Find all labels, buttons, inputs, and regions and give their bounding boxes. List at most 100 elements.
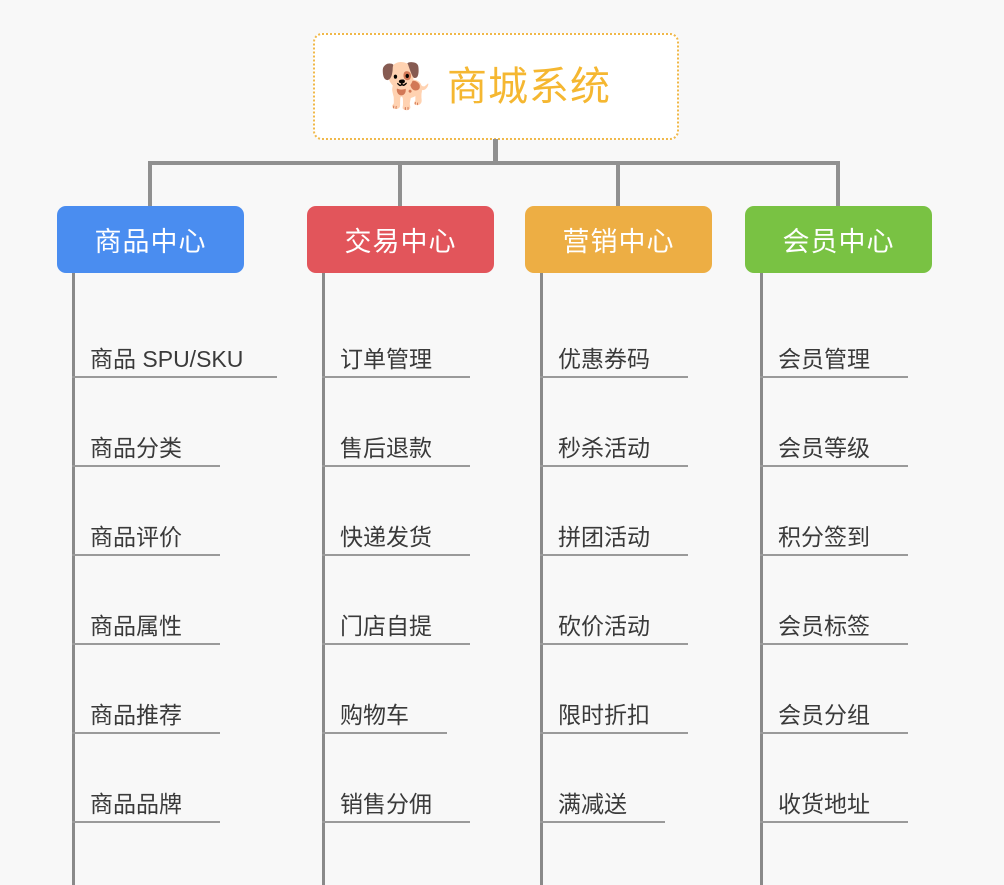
leaf-label: 会员分组 [778, 701, 870, 728]
leaf-list-marketing-center: 优惠券码 秒杀活动 拼团活动 砍价活动 限时折扣 满减送 [525, 273, 765, 885]
leaf-underline [72, 554, 220, 556]
leaf-item[interactable]: 收货地址 [760, 734, 985, 823]
leaf-underline [322, 643, 470, 645]
leaf-label: 积分签到 [778, 523, 870, 550]
leaf-label: 限时折扣 [558, 701, 650, 728]
leaf-underline [72, 732, 220, 734]
leaf-underline [72, 643, 220, 645]
leaf-item[interactable]: 砍价活动 [540, 556, 765, 645]
leaf-underline [540, 554, 688, 556]
leaf-underline [322, 821, 470, 823]
root-title: 商城系统 [447, 64, 611, 109]
leaf-label: 拼团活动 [558, 523, 650, 550]
leaf-underline [760, 732, 908, 734]
mindmap-canvas: 🐕 商城系统 商品中心 商品 SPU/SKU 商品分类 商品评价 [57, 33, 985, 885]
branch-header-trade-center[interactable]: 交易中心 [307, 206, 494, 273]
leaf-underline [540, 821, 665, 823]
branch-header-label: 交易中心 [344, 227, 457, 257]
branch-marketing-center: 营销中心 优惠券码 秒杀活动 拼团活动 砍价活动 限时折扣 [525, 206, 765, 885]
leaf-label: 优惠券码 [558, 345, 650, 372]
leaf-spine [760, 273, 763, 885]
leaf-label: 商品属性 [90, 612, 182, 639]
root-node[interactable]: 🐕 商城系统 [313, 33, 679, 140]
leaf-item[interactable]: 会员管理 [760, 289, 985, 378]
leaf-item[interactable]: 会员标签 [760, 556, 985, 645]
leaf-underline [540, 376, 688, 378]
leaf-label: 商品 SPU/SKU [90, 345, 244, 372]
leaf-label: 订单管理 [340, 345, 432, 372]
leaf-label: 门店自提 [340, 612, 432, 639]
branch-member-center: 会员中心 会员管理 会员等级 积分签到 会员标签 会员分组 [745, 206, 985, 885]
shiba-dog-icon: 🐕 [379, 61, 435, 111]
leaf-item[interactable]: 秒杀活动 [540, 378, 765, 467]
leaf-spine [72, 273, 75, 885]
leaf-item[interactable]: 销售分佣 [322, 734, 547, 823]
leaf-item[interactable]: 会员分组 [760, 645, 985, 734]
leaf-underline [322, 465, 470, 467]
leaf-item[interactable]: 限时折扣 [540, 645, 765, 734]
leaf-label: 砍价活动 [558, 612, 650, 639]
connector-horizontal-bar [148, 161, 840, 165]
leaf-spine [540, 273, 543, 885]
leaf-underline [760, 821, 908, 823]
connector-drop-product-center [148, 161, 152, 207]
leaf-item[interactable]: 商品推荐 [72, 645, 317, 734]
leaf-item[interactable]: 优惠券码 [540, 289, 765, 378]
connector-drop-marketing-center [616, 161, 620, 207]
leaf-underline [540, 732, 688, 734]
leaf-item[interactable]: 购物车 [322, 645, 547, 734]
leaf-label: 会员标签 [778, 612, 870, 639]
leaf-label: 快递发货 [340, 523, 432, 550]
leaf-spine [322, 273, 325, 885]
branch-header-member-center[interactable]: 会员中心 [745, 206, 932, 273]
branch-header-label: 营销中心 [562, 227, 675, 257]
branch-header-label: 会员中心 [782, 227, 895, 257]
leaf-underline [72, 376, 277, 378]
leaf-item[interactable]: 积分签到 [760, 467, 985, 556]
leaf-label: 销售分佣 [340, 790, 432, 817]
leaf-item[interactable]: 订单管理 [322, 289, 547, 378]
leaf-underline [322, 554, 470, 556]
leaf-item[interactable]: 拼团活动 [540, 467, 765, 556]
leaf-label: 商品推荐 [90, 701, 182, 728]
branch-product-center: 商品中心 商品 SPU/SKU 商品分类 商品评价 商品属性 商品推荐 [57, 206, 317, 885]
leaf-list-trade-center: 订单管理 售后退款 快递发货 门店自提 购物车 销售分佣 [307, 273, 547, 885]
branch-header-marketing-center[interactable]: 营销中心 [525, 206, 712, 273]
leaf-item[interactable]: 快递发货 [322, 467, 547, 556]
branch-header-label: 商品中心 [94, 227, 207, 257]
leaf-label: 商品分类 [90, 434, 182, 461]
connector-root-stem [493, 139, 498, 163]
leaf-underline [760, 376, 908, 378]
leaf-underline [322, 376, 470, 378]
leaf-label: 秒杀活动 [558, 434, 650, 461]
leaf-label: 满减送 [558, 790, 627, 817]
leaf-list-member-center: 会员管理 会员等级 积分签到 会员标签 会员分组 收货地址 [745, 273, 985, 885]
leaf-item[interactable]: 会员等级 [760, 378, 985, 467]
leaf-item[interactable]: 门店自提 [322, 556, 547, 645]
connector-drop-member-center [836, 161, 840, 207]
branch-trade-center: 交易中心 订单管理 售后退款 快递发货 门店自提 购物车 [307, 206, 547, 885]
leaf-underline [72, 465, 220, 467]
leaf-label: 收货地址 [778, 790, 870, 817]
leaf-list-product-center: 商品 SPU/SKU 商品分类 商品评价 商品属性 商品推荐 商品品牌 [57, 273, 317, 885]
branch-header-product-center[interactable]: 商品中心 [57, 206, 244, 273]
leaf-item[interactable]: 商品属性 [72, 556, 317, 645]
leaf-item[interactable]: 商品品牌 [72, 734, 317, 823]
leaf-underline [760, 554, 908, 556]
leaf-label: 商品品牌 [90, 790, 182, 817]
leaf-label: 售后退款 [340, 434, 432, 461]
leaf-item[interactable]: 商品分类 [72, 378, 317, 467]
leaf-label: 购物车 [340, 701, 409, 728]
leaf-item[interactable]: 售后退款 [322, 378, 547, 467]
leaf-underline [72, 821, 220, 823]
leaf-item[interactable]: 商品评价 [72, 467, 317, 556]
leaf-underline [760, 465, 908, 467]
leaf-label: 会员管理 [778, 345, 870, 372]
leaf-underline [540, 643, 688, 645]
leaf-label: 商品评价 [90, 523, 182, 550]
leaf-item[interactable]: 满减送 [540, 734, 765, 823]
leaf-label: 会员等级 [778, 434, 870, 461]
leaf-item[interactable]: 商品 SPU/SKU [72, 289, 317, 378]
leaf-underline [760, 643, 908, 645]
leaf-underline [322, 732, 447, 734]
